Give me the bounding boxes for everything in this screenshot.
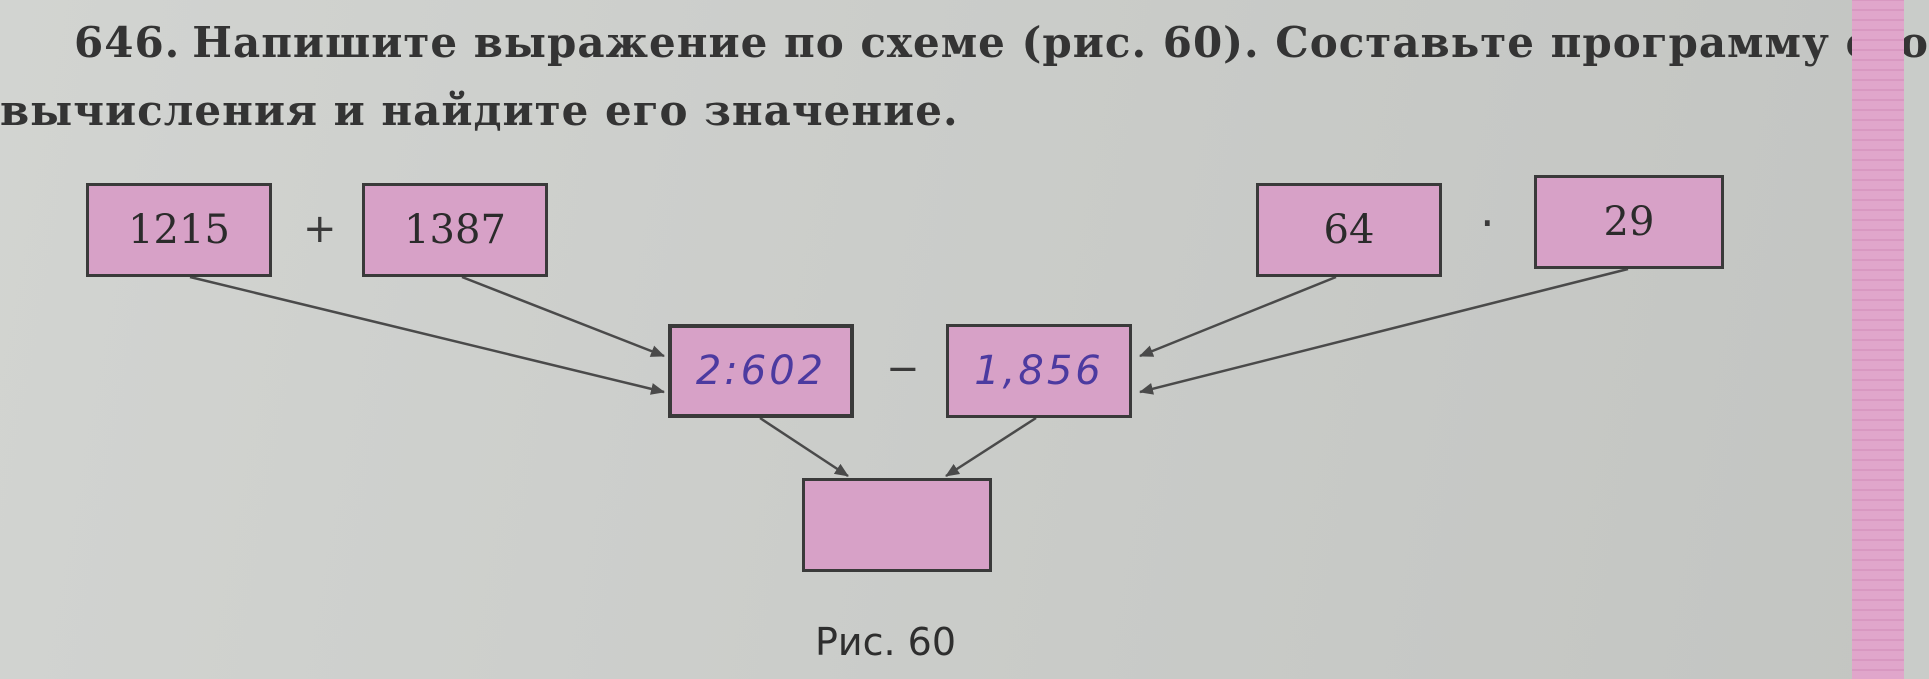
figure-caption: Рис. 60 <box>815 620 957 664</box>
arrow-product-to-result <box>945 416 1037 478</box>
arrow-64-to-product <box>1139 275 1337 358</box>
minus-sign: − <box>886 346 920 392</box>
arrow-1215-to-sum <box>189 275 665 395</box>
arrow-29-to-product <box>1139 267 1629 395</box>
operand-box-1387: 1387 <box>362 183 548 277</box>
task-statement-line-2: вычисления и найдите его значение. <box>0 86 959 135</box>
task-statement-line-1: 646.Напишите выражение по схеме (рис. 60… <box>74 18 1929 67</box>
product-result-box: 1,856 <box>946 324 1132 418</box>
multiply-sign: · <box>1480 196 1495 250</box>
sum-result-box: 2:602 <box>668 324 854 418</box>
task-text-1: Напишите выражение по схеме (рис. 60). С… <box>192 18 1929 67</box>
page-edge-strip <box>1852 0 1904 679</box>
arrow-sum-to-result <box>759 416 849 478</box>
operand-box-29: 29 <box>1534 175 1724 269</box>
operand-box-64: 64 <box>1256 183 1442 277</box>
plus-sign: + <box>303 206 337 252</box>
operand-box-1215: 1215 <box>86 183 272 277</box>
arrow-1387-to-sum <box>461 275 665 358</box>
task-number: 646. <box>74 18 181 67</box>
final-result-box <box>802 478 992 572</box>
